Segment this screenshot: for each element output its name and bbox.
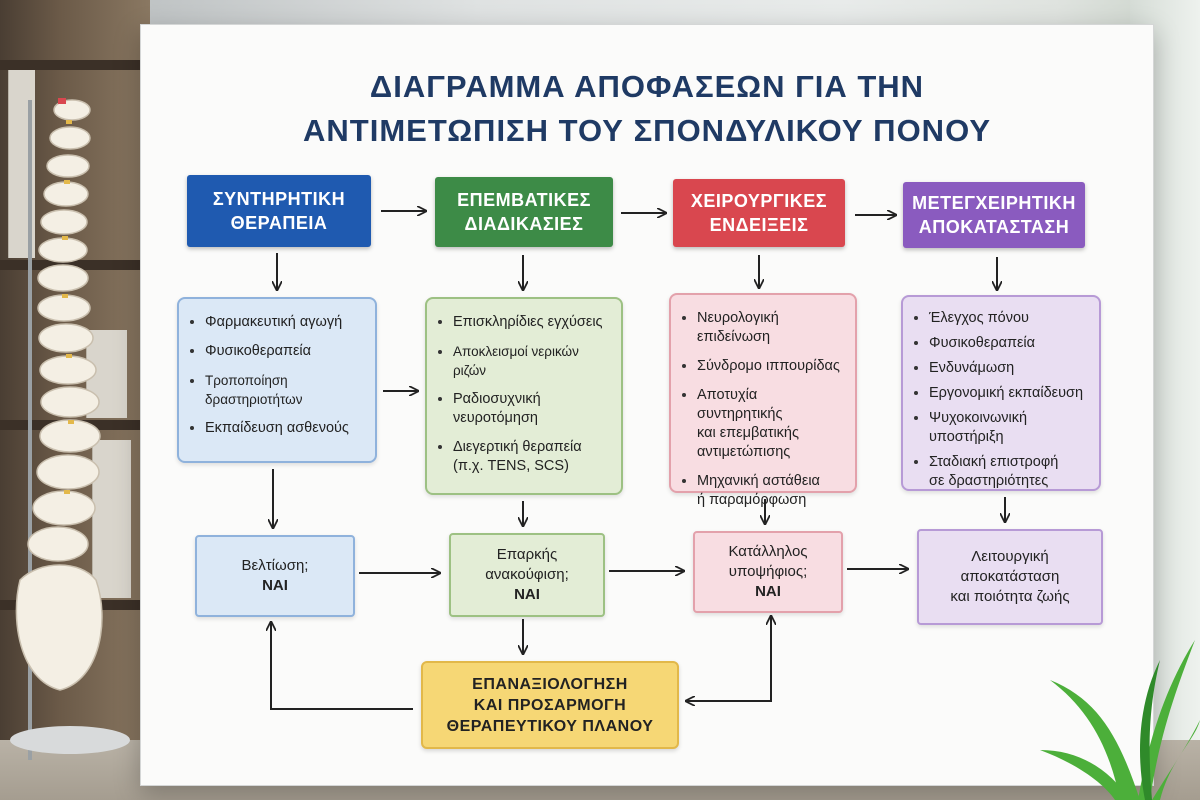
list-item: Διεγερτική θεραπεία (π.χ. TENS, SCS) (453, 438, 609, 476)
list-item: Ραδιοσυχνική νευροτόμηση (453, 390, 609, 428)
title-line-1: ΔΙΑΓΡΑΜΜΑ ΑΠΟΦΑΣΕΩΝ ΓΙΑ ΤΗΝ (369, 69, 925, 104)
shelf-binder (92, 440, 131, 598)
list-item: Εργονομική εκπαίδευση (929, 384, 1087, 403)
decision-diagram-board: ΔΙΑΓΡΑΜΜΑ ΑΠΟΦΑΣΕΩΝ ΓΙΑ ΤΗΝ ΑΝΤΙΜΕΤΩΠΙΣΗ… (140, 24, 1154, 786)
list-item: Νευρολογική επιδείνωση (697, 309, 843, 347)
title-line-2: ΑΝΤΙΜΕΤΩΠΙΣΗ ΤΟΥ ΣΠΟΝΔΥΛΙΚΟΥ ΠΟΝΟΥ (303, 113, 991, 148)
outcome-functional-recovery: Λειτουργική αποκατάσταση και ποιότητα ζω… (917, 529, 1103, 625)
header-label: ΜΕΤΕΓΧΕΙΡΗΤΙΚΗ ΑΠΟΚΑΤΑΣΤΑΣΗ (912, 193, 1076, 237)
reevaluation-text: ΕΠΑΝΑΞΙΟΛΟΓΗΣΗ ΚΑΙ ΠΡΟΣΑΡΜΟΓΗ ΘΕΡΑΠΕΥΤΙΚ… (446, 675, 654, 735)
header-surgical-indications: ΧΕΙΡΟΥΡΓΙΚΕΣ ΕΝΔΕΙΞΕΙΣ (673, 179, 845, 247)
header-conservative-therapy: ΣΥΝΤΗΡΗΤΙΚΗ ΘΕΡΑΠΕΙΑ (187, 175, 371, 247)
list-item: Αποκλεισμοί νερικών ριζών (453, 342, 609, 380)
list-item: Φυσικοθεραπεία (929, 334, 1087, 353)
list-item: Ψυχοκοινωνική υποστήριξη (929, 409, 1087, 447)
decision-suitable-candidate: Κατάλληλος υποψήφιος; ΝΑΙ (693, 531, 843, 613)
outcome-text: Λειτουργική αποκατάσταση και ποιότητα ζω… (950, 548, 1070, 605)
header-label: ΕΠΕΜΒΑΤΙΚΕΣ ΔΙΑΔΙΚΑΣΙΕΣ (457, 190, 591, 234)
list-item: Αποτυχία συντηρητικής και επεμβατικής αν… (697, 386, 843, 462)
decision-answer: ΝΑΙ (262, 577, 288, 594)
decision-question: Κατάλληλος υποψήφιος; (728, 543, 808, 580)
list-item: Φαρμακευτική αγωγή (205, 313, 363, 332)
list-item: Φυσικοθεραπεία (205, 342, 363, 361)
list-item: Έλεγχος πόνου (929, 309, 1087, 328)
shelf-plank (0, 60, 150, 70)
panel-postoperative-rehab: Έλεγχος πόνου Φυσικοθεραπεία Ενδυνάμωση … (901, 295, 1101, 491)
header-postoperative-rehab: ΜΕΤΕΓΧΕΙΡΗΤΙΚΗ ΑΠΟΚΑΤΑΣΤΑΣΗ (903, 182, 1085, 248)
plant-icon (1040, 640, 1200, 800)
decision-question: Βελτίωση; (241, 557, 309, 574)
decision-answer: ΝΑΙ (514, 586, 540, 603)
list-item: Τροποποίηση δραστηριοτήτων (205, 371, 363, 409)
list-item: Μηχανική αστάθεια ή παραμόρφωση (697, 472, 843, 510)
spine-model-icon (10, 98, 130, 760)
list-item: Σταδιακή επιστροφή σε δραστηριότητες (929, 453, 1087, 491)
diagram-title: ΔΙΑΓΡΑΜΜΑ ΑΠΟΦΑΣΕΩΝ ΓΙΑ ΤΗΝ ΑΝΤΙΜΕΤΩΠΙΣΗ… (141, 65, 1153, 153)
decision-improvement: Βελτίωση; ΝΑΙ (195, 535, 355, 617)
header-label: ΣΥΝΤΗΡΗΤΙΚΗ ΘΕΡΑΠΕΙΑ (212, 189, 346, 233)
flow-arrows (141, 25, 1153, 710)
list-item: Επισκληρίδιες εγχύσεις (453, 313, 609, 332)
decision-answer: ΝΑΙ (755, 583, 781, 600)
list-item: Ενδυνάμωση (929, 359, 1087, 378)
list-item: Σύνδρομο ιππουρίδας (697, 357, 843, 376)
shelf-plank (0, 260, 150, 270)
arrow-loop-back (271, 623, 413, 710)
reevaluation-box: ΕΠΑΝΑΞΙΟΛΟΓΗΣΗ ΚΑΙ ΠΡΟΣΑΡΜΟΓΗ ΘΕΡΑΠΕΥΤΙΚ… (421, 661, 679, 749)
arrow-loop-surgical (687, 615, 772, 701)
list-item: Εκπαίδευση ασθενούς (205, 419, 363, 438)
panel-interventional-procedures: Επισκληρίδιες εγχύσεις Αποκλεισμοί νερικ… (425, 297, 623, 495)
decision-question: Επαρκής ανακούφιση; (485, 546, 569, 583)
decision-adequate-relief: Επαρκής ανακούφιση; ΝΑΙ (449, 533, 605, 617)
header-interventional-procedures: ΕΠΕΜΒΑΤΙΚΕΣ ΔΙΑΔΙΚΑΣΙΕΣ (435, 177, 613, 247)
header-label: ΧΕΙΡΟΥΡΓΙΚΕΣ ΕΝΔΕΙΞΕΙΣ (690, 191, 828, 235)
panel-surgical-indications: Νευρολογική επιδείνωση Σύνδρομο ιππουρίδ… (669, 293, 857, 508)
panel-conservative-therapy: Φαρμακευτική αγωγή Φυσικοθεραπεία Τροποπ… (177, 297, 377, 463)
